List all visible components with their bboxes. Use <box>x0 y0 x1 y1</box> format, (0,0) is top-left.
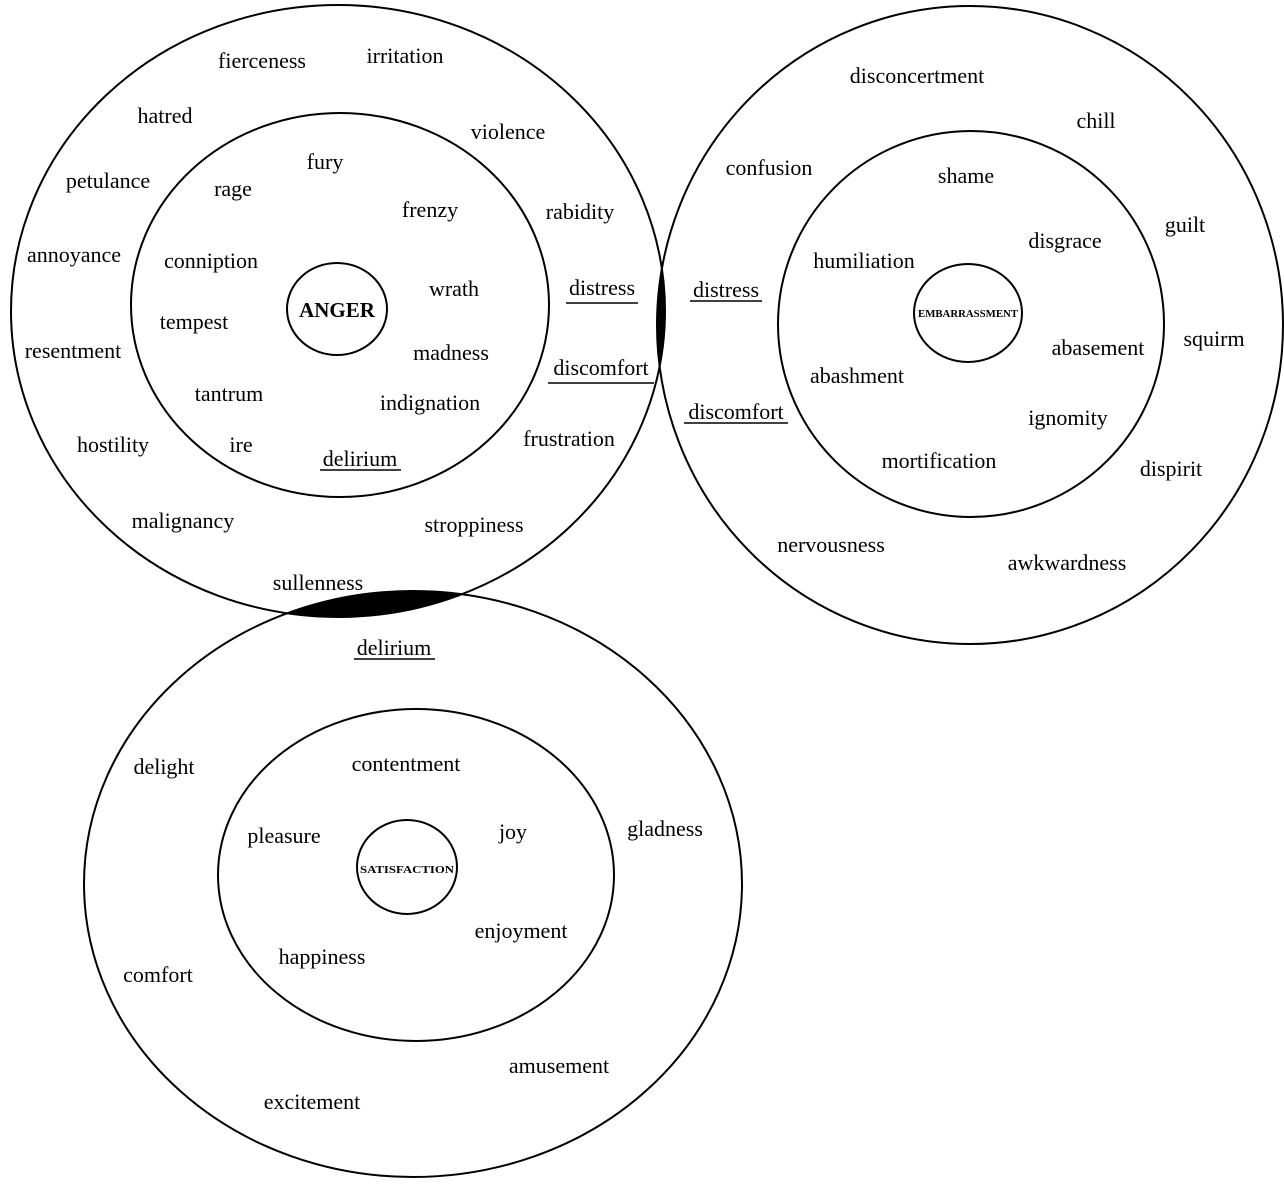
satisfaction-inner-word: happiness <box>279 944 366 969</box>
embarrassment-inner-word: mortification <box>882 448 997 473</box>
anger-outer-word-underlined: distress <box>569 275 635 300</box>
anger-inner-word: wrath <box>429 276 479 301</box>
satisfaction-core-ring <box>356 819 458 915</box>
anger-outer-word-underlined: discomfort <box>553 355 648 380</box>
embarrassment-outer-word: awkwardness <box>1008 550 1127 575</box>
anger-inner-word: rage <box>214 176 252 201</box>
anger-outer-word: irritation <box>367 43 444 68</box>
satisfaction-inner-ring <box>217 708 615 1042</box>
satisfaction-outer-word: amusement <box>509 1053 609 1078</box>
embarrassment-inner-word: abasement <box>1052 335 1145 360</box>
satisfaction-outer-word: excitement <box>264 1089 361 1114</box>
satisfaction-inner-word: enjoyment <box>475 918 568 943</box>
satisfaction-outer-ring <box>83 590 743 1178</box>
satisfaction-inner-word: contentment <box>352 751 461 776</box>
embarrassment-core-label: EMBARRASSMENT <box>918 309 1018 320</box>
anger-outer-word: stroppiness <box>425 512 524 537</box>
satisfaction-core-label: SATISFACTION <box>360 865 454 876</box>
anger-inner-word-underlined: delirium <box>323 446 398 471</box>
anger-outer-word: petulance <box>66 168 150 193</box>
satisfaction-outer-word-underlined: delirium <box>357 635 432 660</box>
overlap-anger-satisfaction <box>84 591 665 617</box>
anger-inner-word: madness <box>413 340 489 365</box>
anger-outer-word: hatred <box>138 103 193 128</box>
overlap-anger-embarrassment <box>657 6 665 617</box>
embarrassment-inner-word: abashment <box>810 363 904 388</box>
satisfaction-outer-word: comfort <box>123 962 193 987</box>
anger-inner-word: indignation <box>380 390 480 415</box>
anger-outer-word: sullenness <box>273 570 363 595</box>
cluster-anger: ANGER fury rage frenzy conniption wrath … <box>10 4 666 618</box>
anger-outer-word: fierceness <box>218 48 306 73</box>
anger-inner-word: tempest <box>160 309 228 334</box>
embarrassment-core-ring <box>913 263 1023 363</box>
embarrassment-inner-word: ignomity <box>1028 405 1107 430</box>
anger-outer-word: resentment <box>25 338 122 363</box>
anger-outer-word: malignancy <box>132 508 235 533</box>
embarrassment-inner-ring <box>777 130 1165 518</box>
anger-inner-ring <box>130 112 550 498</box>
embarrassment-outer-word: confusion <box>726 155 813 180</box>
anger-inner-word: ire <box>229 432 252 457</box>
embarrassment-outer-word: dispirit <box>1140 456 1202 481</box>
anger-outer-word: frustration <box>523 426 615 451</box>
cluster-embarrassment: EMBARRASSMENT shame disgrace humiliation… <box>656 5 1284 645</box>
satisfaction-inner-word: joy <box>498 819 527 844</box>
embarrassment-outer-word-underlined: discomfort <box>688 399 783 424</box>
embarrassment-outer-word: disconcertment <box>850 63 984 88</box>
anger-core-label: ANGER <box>299 298 376 322</box>
satisfaction-outer-word: delight <box>133 754 194 779</box>
embarrassment-inner-word: humiliation <box>813 248 914 273</box>
embarrassment-inner-word: disgrace <box>1028 228 1101 253</box>
embarrassment-inner-word: shame <box>938 163 994 188</box>
embarrassment-outer-word: guilt <box>1165 212 1205 237</box>
embarrassment-outer-word: squirm <box>1183 326 1244 351</box>
anger-inner-word: frenzy <box>402 197 458 222</box>
anger-outer-word: violence <box>471 119 546 144</box>
anger-outer-word: hostility <box>77 432 149 457</box>
anger-core-ring <box>286 262 388 356</box>
anger-inner-word: fury <box>307 149 344 174</box>
anger-inner-word: tantrum <box>195 381 263 406</box>
satisfaction-inner-word: pleasure <box>247 823 320 848</box>
anger-outer-ring <box>10 4 666 618</box>
embarrassment-outer-word-underlined: distress <box>693 277 759 302</box>
anger-inner-word: conniption <box>164 248 258 273</box>
cluster-satisfaction: SATISFACTION contentment pleasure joy en… <box>83 590 743 1178</box>
satisfaction-outer-word: gladness <box>627 816 703 841</box>
embarrassment-outer-ring <box>656 5 1284 645</box>
anger-outer-word: annoyance <box>27 242 121 267</box>
embarrassment-outer-word: nervousness <box>777 532 885 557</box>
embarrassment-outer-word: chill <box>1076 108 1115 133</box>
anger-outer-word: rabidity <box>546 199 614 224</box>
